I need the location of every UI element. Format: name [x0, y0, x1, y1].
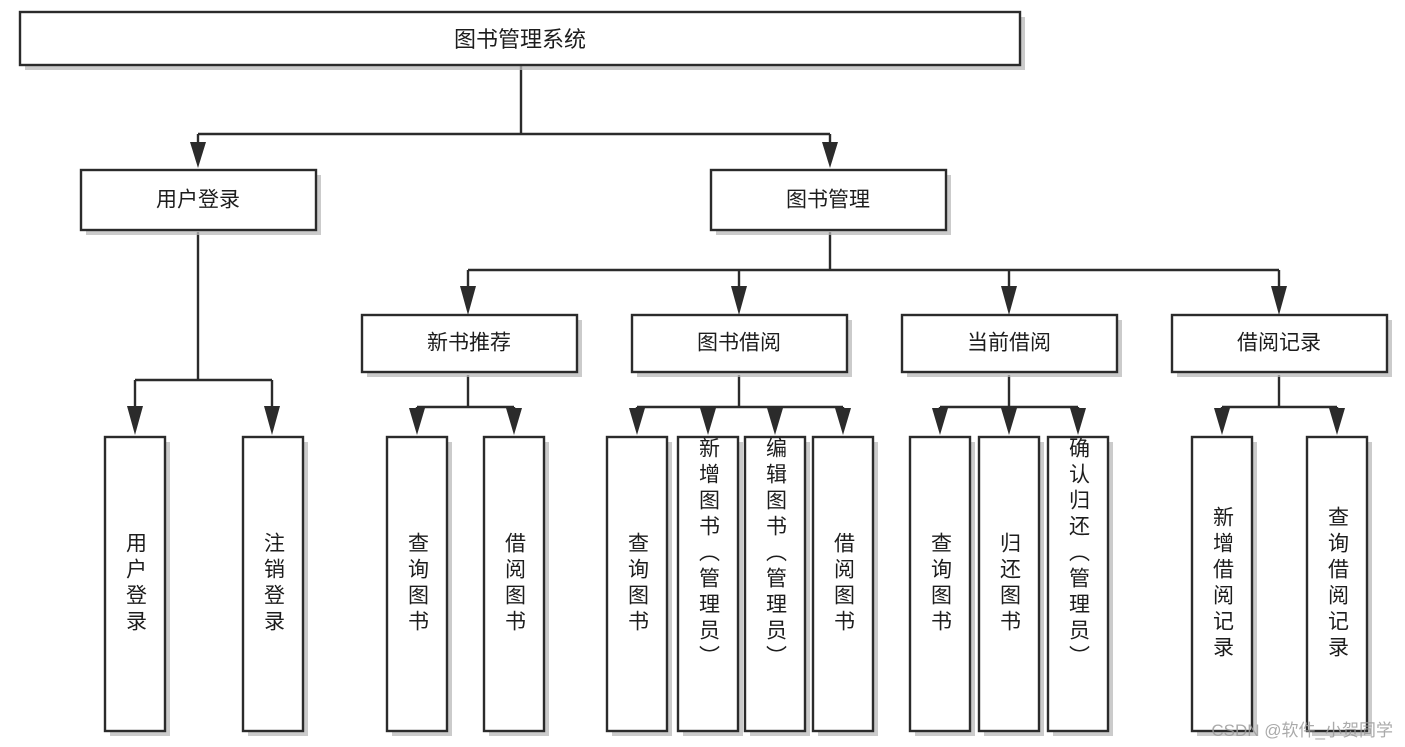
node-book-manage-label: 图书管理: [786, 189, 870, 212]
arrow-to-leaf-bb-borrow-book: [835, 408, 851, 435]
leaf-node-ul-user-login[interactable]: [103, 435, 167, 733]
node-user-login-label: 用户登录: [156, 189, 240, 212]
node-user-login[interactable]: [79, 168, 318, 232]
arrow-to-borrow-record: [1271, 286, 1287, 315]
node-book-borrow-label: 图书借阅: [697, 332, 781, 355]
leaf-node-nbr-borrow-book[interactable]: [482, 435, 546, 733]
arrow-to-leaf-nbr-borrow-book: [506, 408, 522, 435]
node-new-book-recommend-label: 新书推荐: [427, 332, 511, 355]
root-node-label: 图书管理系统: [454, 27, 586, 52]
arrow-to-leaf-cb-return-book: [1001, 408, 1017, 435]
leaf-node-br-query-record[interactable]: [1305, 435, 1369, 733]
arrow-to-leaf-cb-confirm-return: [1070, 408, 1086, 435]
leaf-node-bb-edit-book[interactable]: [743, 435, 807, 733]
arrow-to-new-book-recommend: [460, 286, 476, 315]
root-node-box[interactable]: [18, 10, 1022, 67]
leaf-node-bb-add-book[interactable]: [676, 435, 740, 733]
leaf-node-bb-query-book[interactable]: [605, 435, 669, 733]
node-current-borrow[interactable]: [900, 313, 1119, 374]
arrow-to-user-login: [190, 142, 206, 168]
leaf-node-br-add-record[interactable]: [1190, 435, 1254, 733]
arrow-to-leaf-br-query-record: [1329, 408, 1345, 435]
node-book-borrow[interactable]: [630, 313, 849, 374]
arrow-to-leaf-bb-query-book: [629, 408, 645, 435]
arrow-to-book-borrow: [731, 286, 747, 315]
arrow-to-leaf-logout: [264, 406, 280, 435]
node-borrow-record[interactable]: [1170, 313, 1389, 374]
leaf-node-nbr-query-book[interactable]: [385, 435, 449, 733]
arrow-to-leaf-bb-edit-book: [767, 408, 783, 435]
node-layer: 图书管理系统 用户登录 图书管理 新书推荐 图书借阅 当前借阅 借阅记录: [18, 10, 1392, 736]
arrow-to-current-borrow: [1001, 286, 1017, 315]
node-book-manage[interactable]: [709, 168, 948, 232]
arrow-to-leaf-user-login: [127, 406, 143, 435]
arrow-to-leaf-cb-query-book: [932, 408, 948, 435]
node-current-borrow-label: 当前借阅: [967, 332, 1051, 355]
arrow-to-leaf-bb-add-book: [700, 408, 716, 435]
arrow-to-leaf-br-add-record: [1214, 408, 1230, 435]
leaf-node-cb-return-book[interactable]: [977, 435, 1041, 733]
leaf-node-cb-query-book[interactable]: [908, 435, 972, 733]
leaf-node-ul-logout[interactable]: [241, 435, 305, 733]
node-borrow-record-label: 借阅记录: [1237, 332, 1321, 355]
connector-layer: [127, 66, 1345, 435]
leaf-node-bb-borrow-book[interactable]: [811, 435, 875, 733]
node-new-book-recommend[interactable]: [360, 313, 579, 374]
leaf-node-cb-confirm-return[interactable]: [1046, 435, 1110, 733]
arrow-to-leaf-nbr-query-book: [409, 408, 425, 435]
arrow-to-book-manage: [822, 142, 838, 168]
